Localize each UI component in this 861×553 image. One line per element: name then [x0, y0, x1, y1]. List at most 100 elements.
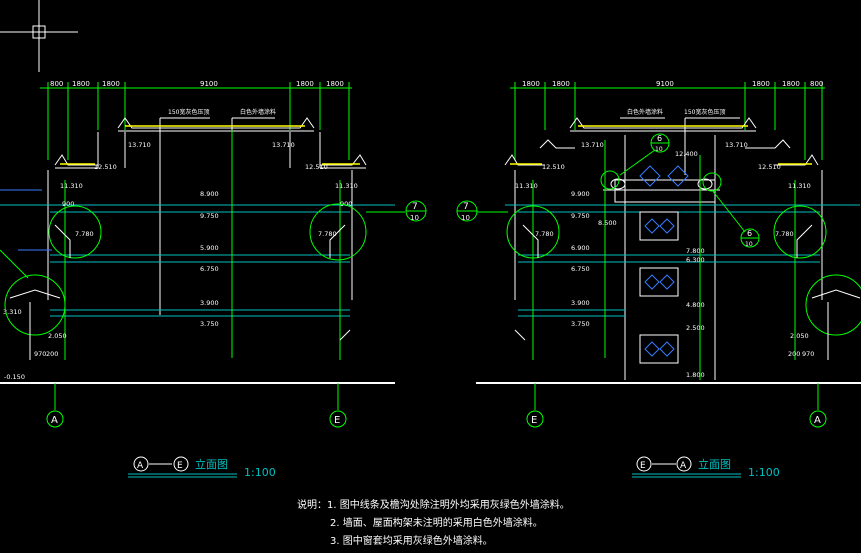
right-top-dimension-chain [510, 82, 825, 160]
right-level-6900: 6.900 [571, 244, 590, 252]
left-level-7780: 7.780 [75, 230, 94, 238]
right-level-4800: 4.800 [686, 301, 705, 309]
left-top-dimension-chain [40, 82, 352, 160]
left-level-7780-b: 7.780 [318, 230, 337, 238]
right-detail-circle-b [773, 205, 827, 259]
left-level-ground: -0.150 [4, 373, 25, 381]
left-wall-note: 白色外墙涂料 [240, 108, 276, 116]
left-title-label: 立面图 [195, 457, 228, 471]
left-elevation-title: A E 立面图 1:100 [128, 456, 276, 479]
left-detail-circle-b [309, 203, 367, 261]
left-level-200: 200 [46, 350, 58, 358]
right-detail-circle-a [506, 205, 560, 259]
left-dim-1800-b: 1800 [102, 80, 120, 88]
right-dim-1800-c: 1800 [752, 80, 770, 88]
right-level-11310-a: 11.310 [515, 182, 538, 190]
note-line-2: 2. 墙面、屋面构架未注明的采用白色外墙涂料。 [330, 518, 543, 529]
right-dim-1800-b: 1800 [552, 80, 570, 88]
left-level-9750: 9.750 [200, 212, 219, 220]
right-axis-bubble-e[interactable]: E [526, 410, 544, 428]
left-title-axis-end: E [177, 461, 183, 471]
left-dim-1800-c: 1800 [296, 80, 314, 88]
left-dim-1800-d: 1800 [326, 80, 344, 88]
right-roof-eaves [504, 117, 819, 166]
right-detail-tag-6a[interactable]: 6 10 [650, 133, 670, 153]
right-wall-note: 白色外墙涂料 [627, 108, 663, 116]
right-dim-1800-a: 1800 [522, 80, 540, 88]
left-level-13710-a: 13.710 [128, 141, 151, 149]
left-level-6750: 6.750 [200, 265, 219, 273]
right-level-8500: 8.500 [598, 219, 617, 227]
left-elevation: 800 1800 1800 9100 1800 1800 150宽灰色压顶 白色… [0, 80, 427, 479]
left-level-900-a: 900 [62, 200, 74, 208]
right-dim-800: 800 [810, 80, 823, 88]
right-level-13710-a: 13.710 [581, 141, 604, 149]
right-detail-tag-7-den: 10 [461, 214, 470, 222]
design-notes: 说明：1. 图中线条及檐沟处除注明外均采用灰绿色外墙涂料。 2. 墙面、屋面构架… [297, 497, 570, 551]
left-level-3900: 3.900 [200, 299, 219, 307]
right-level-9900: 9.900 [571, 190, 590, 198]
left-detail-circle-a [48, 205, 102, 259]
left-level-12510-a: 12.510 [94, 163, 117, 171]
left-axis-bubble-e[interactable]: E [329, 410, 347, 428]
right-level-2500: 2.500 [686, 324, 705, 332]
left-axis-label-a: A [51, 415, 58, 426]
right-detail-tag-6b[interactable]: 6 10 [740, 228, 760, 248]
right-level-970: 970 [802, 350, 814, 358]
left-title-scale: 1:100 [244, 466, 276, 479]
right-level-12400: 12.400 [675, 150, 698, 158]
right-level-200: 200 [788, 350, 800, 358]
left-level-900-b: 900 [340, 200, 352, 208]
left-dim-800: 800 [50, 80, 63, 88]
note-line-1: 说明：1. 图中线条及檐沟处除注明外均采用灰绿色外墙涂料。 [297, 500, 570, 511]
right-detail-circle-c [805, 274, 861, 336]
right-title-scale: 1:100 [748, 466, 780, 479]
right-level-1800: 1.800 [686, 371, 705, 379]
left-level-3310: 3.310 [3, 308, 22, 316]
right-level-7800: 7.800 [686, 247, 705, 255]
right-detail-tag-6b-den: 10 [745, 241, 753, 248]
right-title-label: 立面图 [698, 457, 731, 471]
left-level-13710-b: 13.710 [272, 141, 295, 149]
right-detail-circle-urn-b [702, 172, 722, 192]
right-elevation: 1800 1800 9100 1800 1800 800 白色外墙涂料 150宽… [456, 80, 861, 479]
right-dim-9100: 9100 [656, 80, 674, 88]
right-title-axis-end: A [680, 461, 687, 471]
right-detail-tag-7-num: 7 [463, 202, 469, 212]
right-dim-1800-d: 1800 [782, 80, 800, 88]
right-level-9750: 9.750 [571, 212, 590, 220]
right-detail-tag-6a-den: 10 [655, 146, 663, 153]
right-windows [639, 211, 679, 364]
left-axis-bubble-a[interactable]: A [46, 410, 64, 428]
right-detail-tag-6a-num: 6 [657, 134, 662, 143]
right-level-6300: 6.300 [686, 256, 705, 264]
left-dim-1800-a: 1800 [72, 80, 90, 88]
right-level-7780-b: 7.780 [775, 230, 794, 238]
left-ridge-note: 150宽灰色压顶 [168, 108, 209, 116]
left-detail-tag-den: 10 [410, 214, 419, 222]
left-level-970: 970 [34, 350, 46, 358]
right-level-2050: 2.050 [790, 332, 809, 340]
right-level-11310-b: 11.310 [788, 182, 811, 190]
right-detail-circle-urn-a [600, 170, 620, 190]
right-level-3750: 3.750 [571, 320, 590, 328]
left-detail-tag[interactable]: 7 10 [405, 200, 427, 222]
right-level-6750: 6.750 [571, 265, 590, 273]
right-level-13710-b: 13.710 [725, 141, 748, 149]
right-elevation-title: E A 立面图 1:100 [632, 456, 780, 479]
left-level-5900: 5.900 [200, 244, 219, 252]
left-level-11310-a: 11.310 [60, 182, 83, 190]
right-level-12510-a: 12.510 [542, 163, 565, 171]
right-axis-label-a: A [814, 415, 821, 426]
left-roof-eaves [54, 117, 367, 169]
left-level-12510-b: 12.510 [305, 163, 328, 171]
right-level-7780-a: 7.780 [535, 230, 554, 238]
note-line-3: 3. 图中窗套均采用灰绿色外墙涂料。 [330, 536, 493, 547]
left-level-2050: 2.050 [48, 332, 67, 340]
right-level-3900: 3.900 [571, 299, 590, 307]
right-ridge-note: 150宽灰色压顶 [684, 108, 725, 116]
right-axis-bubble-a[interactable]: A [809, 410, 827, 428]
left-dim-9100: 9100 [200, 80, 218, 88]
right-detail-tag-7[interactable]: 7 10 [456, 200, 478, 222]
